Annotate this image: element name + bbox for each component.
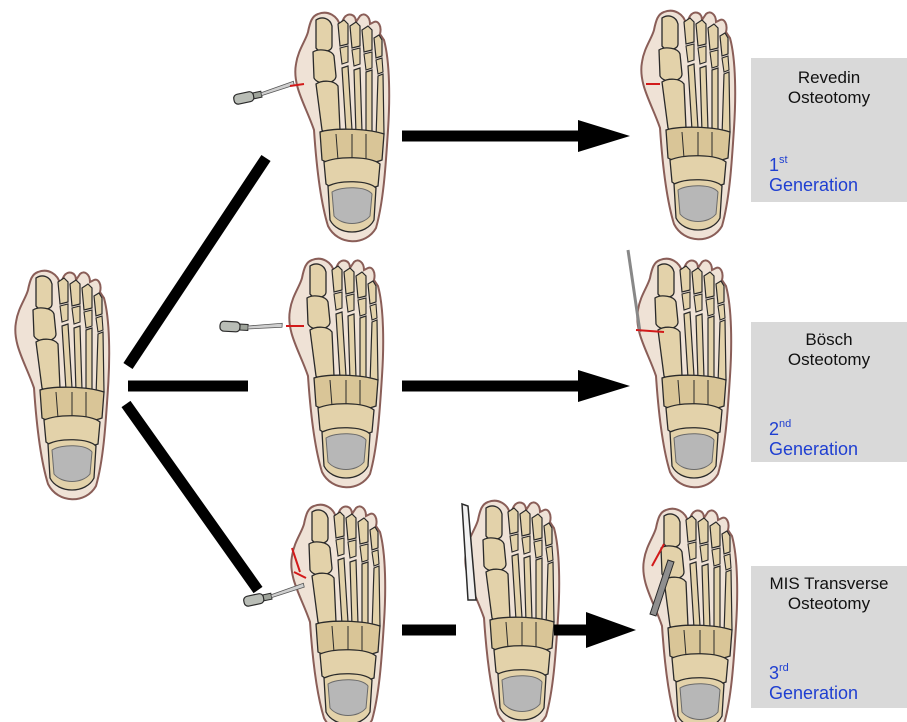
generation-label: 1st Generation <box>769 150 858 195</box>
label-box-row3: MIS Transverse Osteotomy 3rd Generation <box>751 566 907 708</box>
burr-tool-icon <box>220 320 282 334</box>
arrow-right-icon-row2 <box>402 370 630 402</box>
generation-suffix: st <box>779 154 788 166</box>
generation-suffix: nd <box>779 418 791 430</box>
k-wire-icon <box>628 250 640 332</box>
foot-row2-before-icon <box>289 259 383 488</box>
arrow-right-icon-row1 <box>402 120 630 152</box>
label-box-row2: Bösch Osteotomy 2nd Generation <box>751 322 907 462</box>
generation-label: 2nd Generation <box>769 414 858 459</box>
generation-suffix: rd <box>779 662 789 674</box>
technique-name: Bösch Osteotomy <box>751 330 907 370</box>
generation-word: Generation <box>769 439 858 459</box>
technique-name-line1: Bösch <box>751 330 907 350</box>
foot-row1-before-icon <box>295 13 389 242</box>
arrow-right-icon-row3 <box>554 612 636 648</box>
technique-name: Revedin Osteotomy <box>751 68 907 108</box>
technique-name-line1: Revedin <box>751 68 907 88</box>
branch-line-bottom <box>126 404 258 590</box>
foot-row3-mid-icon <box>465 501 559 722</box>
preoperative-foot-icon <box>15 271 109 500</box>
foot-row3-after-icon <box>643 509 737 722</box>
foot-row2-after-icon <box>637 259 731 488</box>
generation-number: 3 <box>769 663 779 683</box>
generation-number: 1 <box>769 155 779 175</box>
generation-label: 3rd Generation <box>769 658 858 703</box>
label-box-row1: Revedin Osteotomy 1st Generation <box>751 58 907 202</box>
foot-row1-after-icon <box>641 11 735 240</box>
generation-number: 2 <box>769 419 779 439</box>
technique-name-line1: MIS Transverse <box>751 574 907 594</box>
foot-row3-before-icon <box>291 505 385 722</box>
technique-name-line2: Osteotomy <box>751 88 907 108</box>
branch-line-top <box>128 158 266 366</box>
technique-name: MIS Transverse Osteotomy <box>751 574 907 614</box>
technique-name-line2: Osteotomy <box>751 350 907 370</box>
technique-name-line2: Osteotomy <box>751 594 907 614</box>
generation-word: Generation <box>769 683 858 703</box>
burr-tool-icon <box>233 81 296 105</box>
generation-word: Generation <box>769 175 858 195</box>
